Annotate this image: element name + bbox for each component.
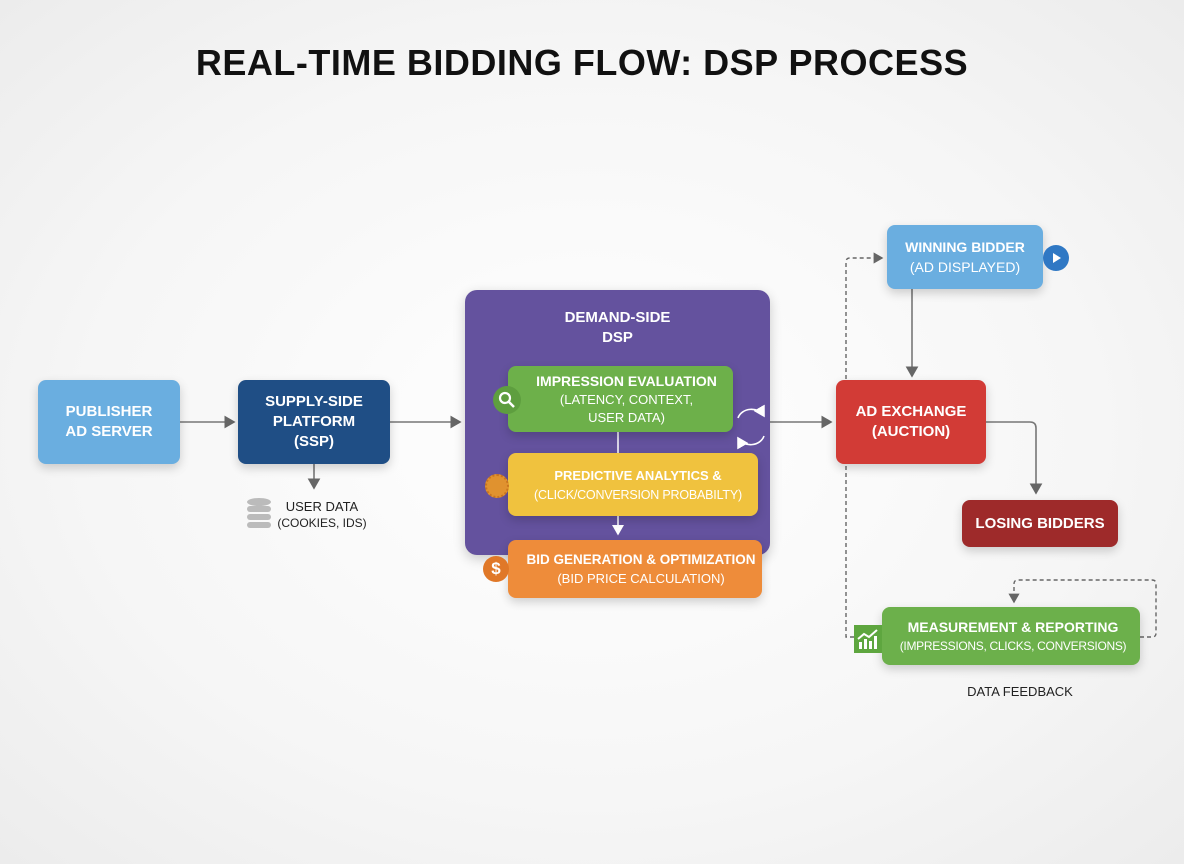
impression-title: IMPRESSION EVALUATION <box>536 373 717 389</box>
brain-icon <box>485 474 509 498</box>
ssp-node: SUPPLY-SIDE PLATFORM (SSP) <box>238 380 390 464</box>
predictive-title: PREDICTIVE ANALYTICS & <box>554 467 722 483</box>
ssp-label-2: PLATFORM <box>272 413 356 430</box>
publisher-label-1: PUBLISHER <box>65 403 153 420</box>
search-icon <box>493 386 521 414</box>
impression-line-2: (LATENCY, CONTEXT, <box>559 392 694 407</box>
bid-generation-node: BID GENERATION & OPTIMIZATION (BID PRICE… <box>508 540 762 598</box>
measurement-line-2: (IMPRESSIONS, CLICKS, CONVERSIONS) <box>899 639 1127 653</box>
winning-bidder-node: WINNING BIDDER (AD DISPLAYED) <box>887 225 1043 289</box>
predictive-line-2: (CLICK/CONVERSION PROBABILTY) <box>534 487 742 502</box>
bar-chart-icon <box>854 625 882 653</box>
ssp-label-3: (SSP) <box>293 433 334 450</box>
database-icon <box>247 498 271 528</box>
user-data-title: USER DATA <box>285 499 359 514</box>
dashed-feedback-loop <box>1008 579 1157 638</box>
user-data-label: USER DATA (COOKIES, IDS) <box>272 499 372 530</box>
measurement-title: MEASUREMENT & REPORTING <box>907 619 1119 635</box>
refresh-icon <box>737 404 765 450</box>
arrow-exchange-losing <box>986 421 1043 495</box>
dsp-label-2: DSP <box>602 329 633 346</box>
publisher-ad-server-node: PUBLISHER AD SERVER <box>38 380 180 464</box>
losing-bidders-node: LOSING BIDDERS <box>962 500 1118 547</box>
dollar-icon: $ <box>483 556 509 582</box>
play-icon <box>1043 245 1069 271</box>
impression-evaluation-node: IMPRESSION EVALUATION (LATENCY, CONTEXT,… <box>508 366 733 432</box>
publisher-label-2: AD SERVER <box>65 423 153 440</box>
predictive-analytics-node: PREDICTIVE ANALYTICS & (CLICK/CONVERSION… <box>508 453 758 516</box>
ssp-label-1: SUPPLY-SIDE <box>265 393 363 410</box>
impression-line-3: USER DATA) <box>588 410 665 425</box>
user-data-sub: (COOKIES, IDS) <box>277 516 367 530</box>
measurement-reporting-node: MEASUREMENT & REPORTING (IMPRESSIONS, CL… <box>882 607 1140 665</box>
exchange-label-2: (AUCTION) <box>871 423 951 440</box>
dashed-feedback-winning <box>845 252 884 638</box>
winning-label-2: (AD DISPLAYED) <box>909 259 1021 275</box>
bid-title: BID GENERATION & OPTIMIZATION <box>526 552 756 567</box>
diagram-title: REAL-TIME BIDDING FLOW: DSP PROCESS <box>195 42 969 83</box>
dollar-glyph: $ <box>491 559 501 578</box>
exchange-label-1: AD EXCHANGE <box>855 403 967 420</box>
ad-exchange-node: AD EXCHANGE (AUCTION) <box>836 380 986 464</box>
data-feedback-label: DATA FEEDBACK <box>967 684 1073 699</box>
winning-label-1: WINNING BIDDER <box>905 239 1025 255</box>
losing-label: LOSING BIDDERS <box>975 514 1105 532</box>
dsp-label-1: DEMAND-SIDE <box>564 309 671 326</box>
bid-line-2: (BID PRICE CALCULATION) <box>557 571 725 586</box>
